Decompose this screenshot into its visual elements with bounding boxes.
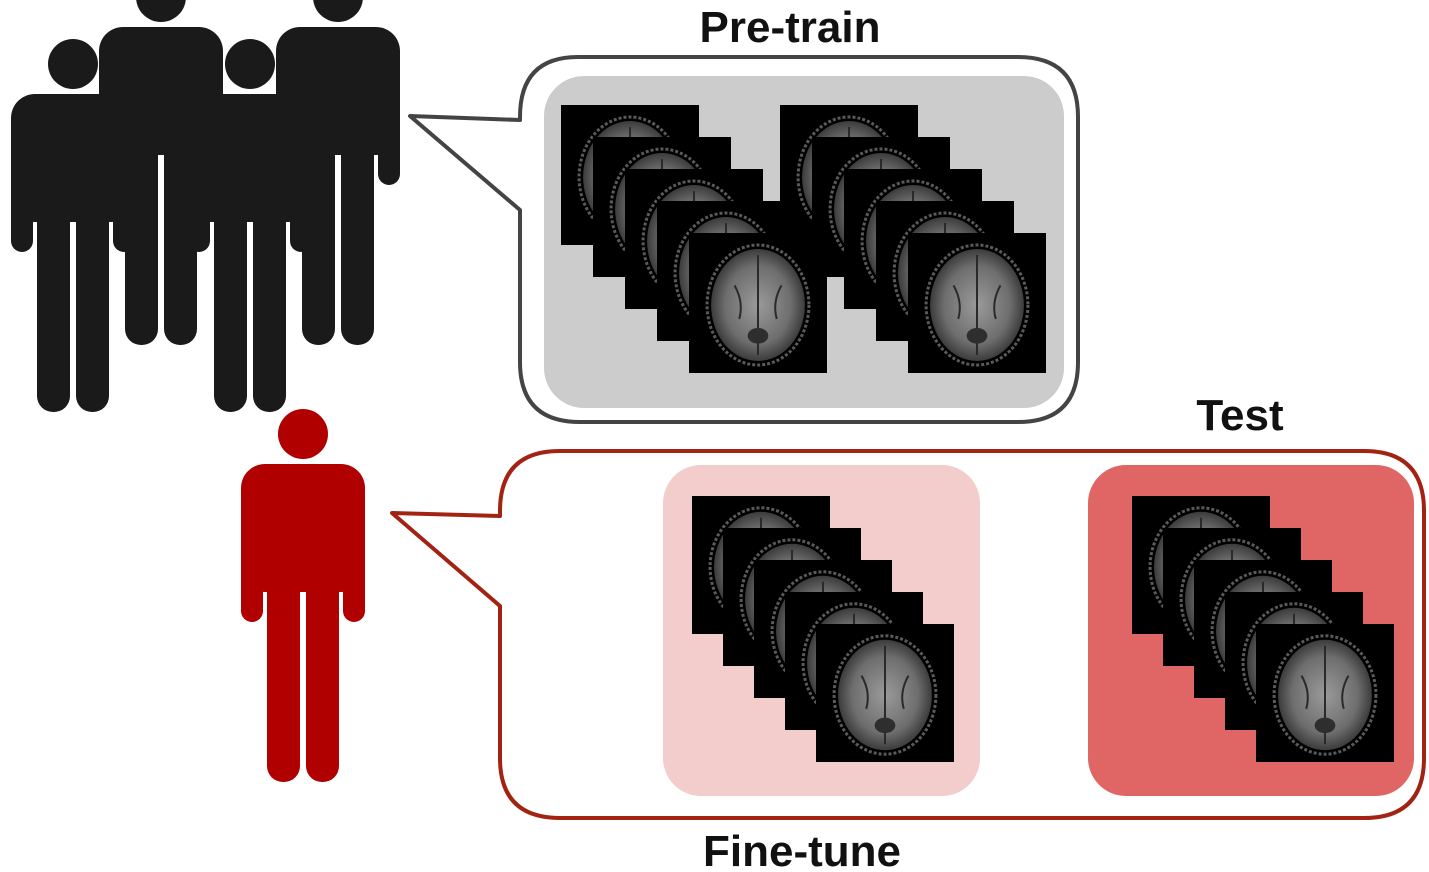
pretrain-stack-2: [780, 105, 1046, 373]
brain-mri-slice-icon: [908, 233, 1046, 373]
person-icon: [188, 39, 312, 412]
pretrain-label: Pre-train: [700, 3, 881, 52]
brain-mri-slice-icon: [816, 624, 954, 762]
test-stack: [1132, 496, 1394, 762]
pretrain-stack-1: [561, 105, 827, 373]
test-label: Test: [1196, 391, 1284, 440]
brain-mri-slice-icon: [1256, 624, 1394, 762]
target-person-icon: [241, 409, 365, 782]
finetune-stack: [692, 496, 954, 762]
person-icon: [11, 39, 135, 412]
brain-mri-slice-icon: [689, 233, 827, 373]
finetune-label: Fine-tune: [703, 827, 901, 872]
brain-scan-stacks: [561, 105, 1394, 762]
people-group-icon: [11, 0, 400, 412]
